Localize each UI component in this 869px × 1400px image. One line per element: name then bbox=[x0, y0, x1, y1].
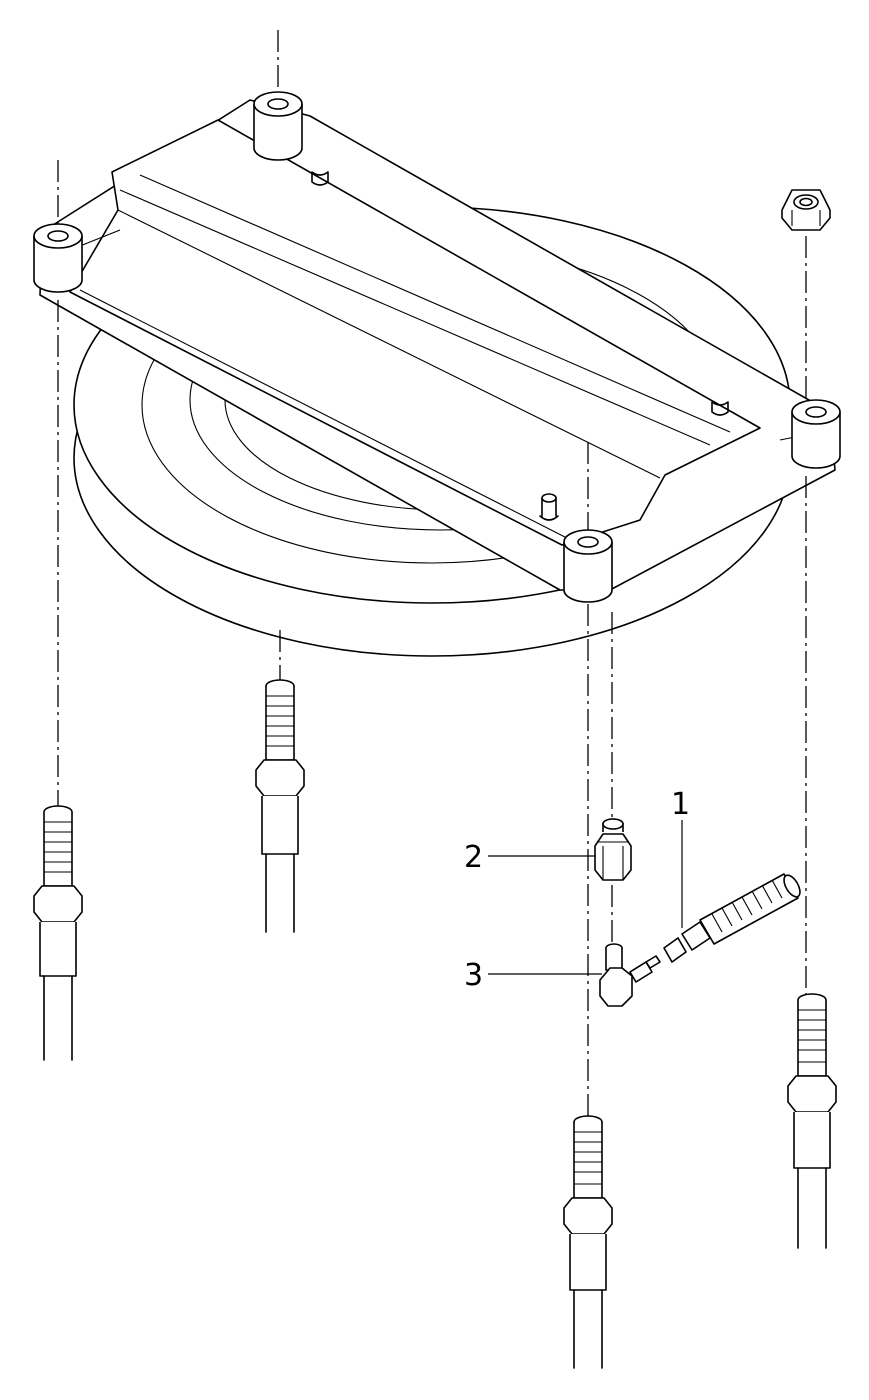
callout-1: 1 bbox=[671, 787, 690, 928]
elbow-fitting bbox=[599, 943, 661, 1007]
alignment-lines bbox=[57, 30, 807, 1118]
hex-nut bbox=[781, 189, 831, 231]
callout-3: 3 bbox=[464, 958, 602, 993]
threaded-nozzle bbox=[663, 873, 801, 963]
corner-boss-top bbox=[253, 91, 303, 161]
stud-cable-left bbox=[33, 805, 83, 1061]
stud-cable-right bbox=[787, 993, 837, 1249]
stud-cable-mid-left bbox=[255, 679, 305, 933]
corner-boss-front bbox=[563, 529, 613, 603]
corner-boss-left bbox=[33, 223, 83, 293]
callout-label-1: 1 bbox=[671, 787, 690, 822]
callout-label-3: 3 bbox=[464, 958, 483, 993]
stud-cable-front bbox=[563, 1115, 613, 1369]
adapter-fitting bbox=[594, 818, 632, 881]
corner-boss-right bbox=[791, 399, 841, 469]
callout-label-2: 2 bbox=[464, 840, 483, 875]
callout-2: 2 bbox=[464, 840, 596, 875]
